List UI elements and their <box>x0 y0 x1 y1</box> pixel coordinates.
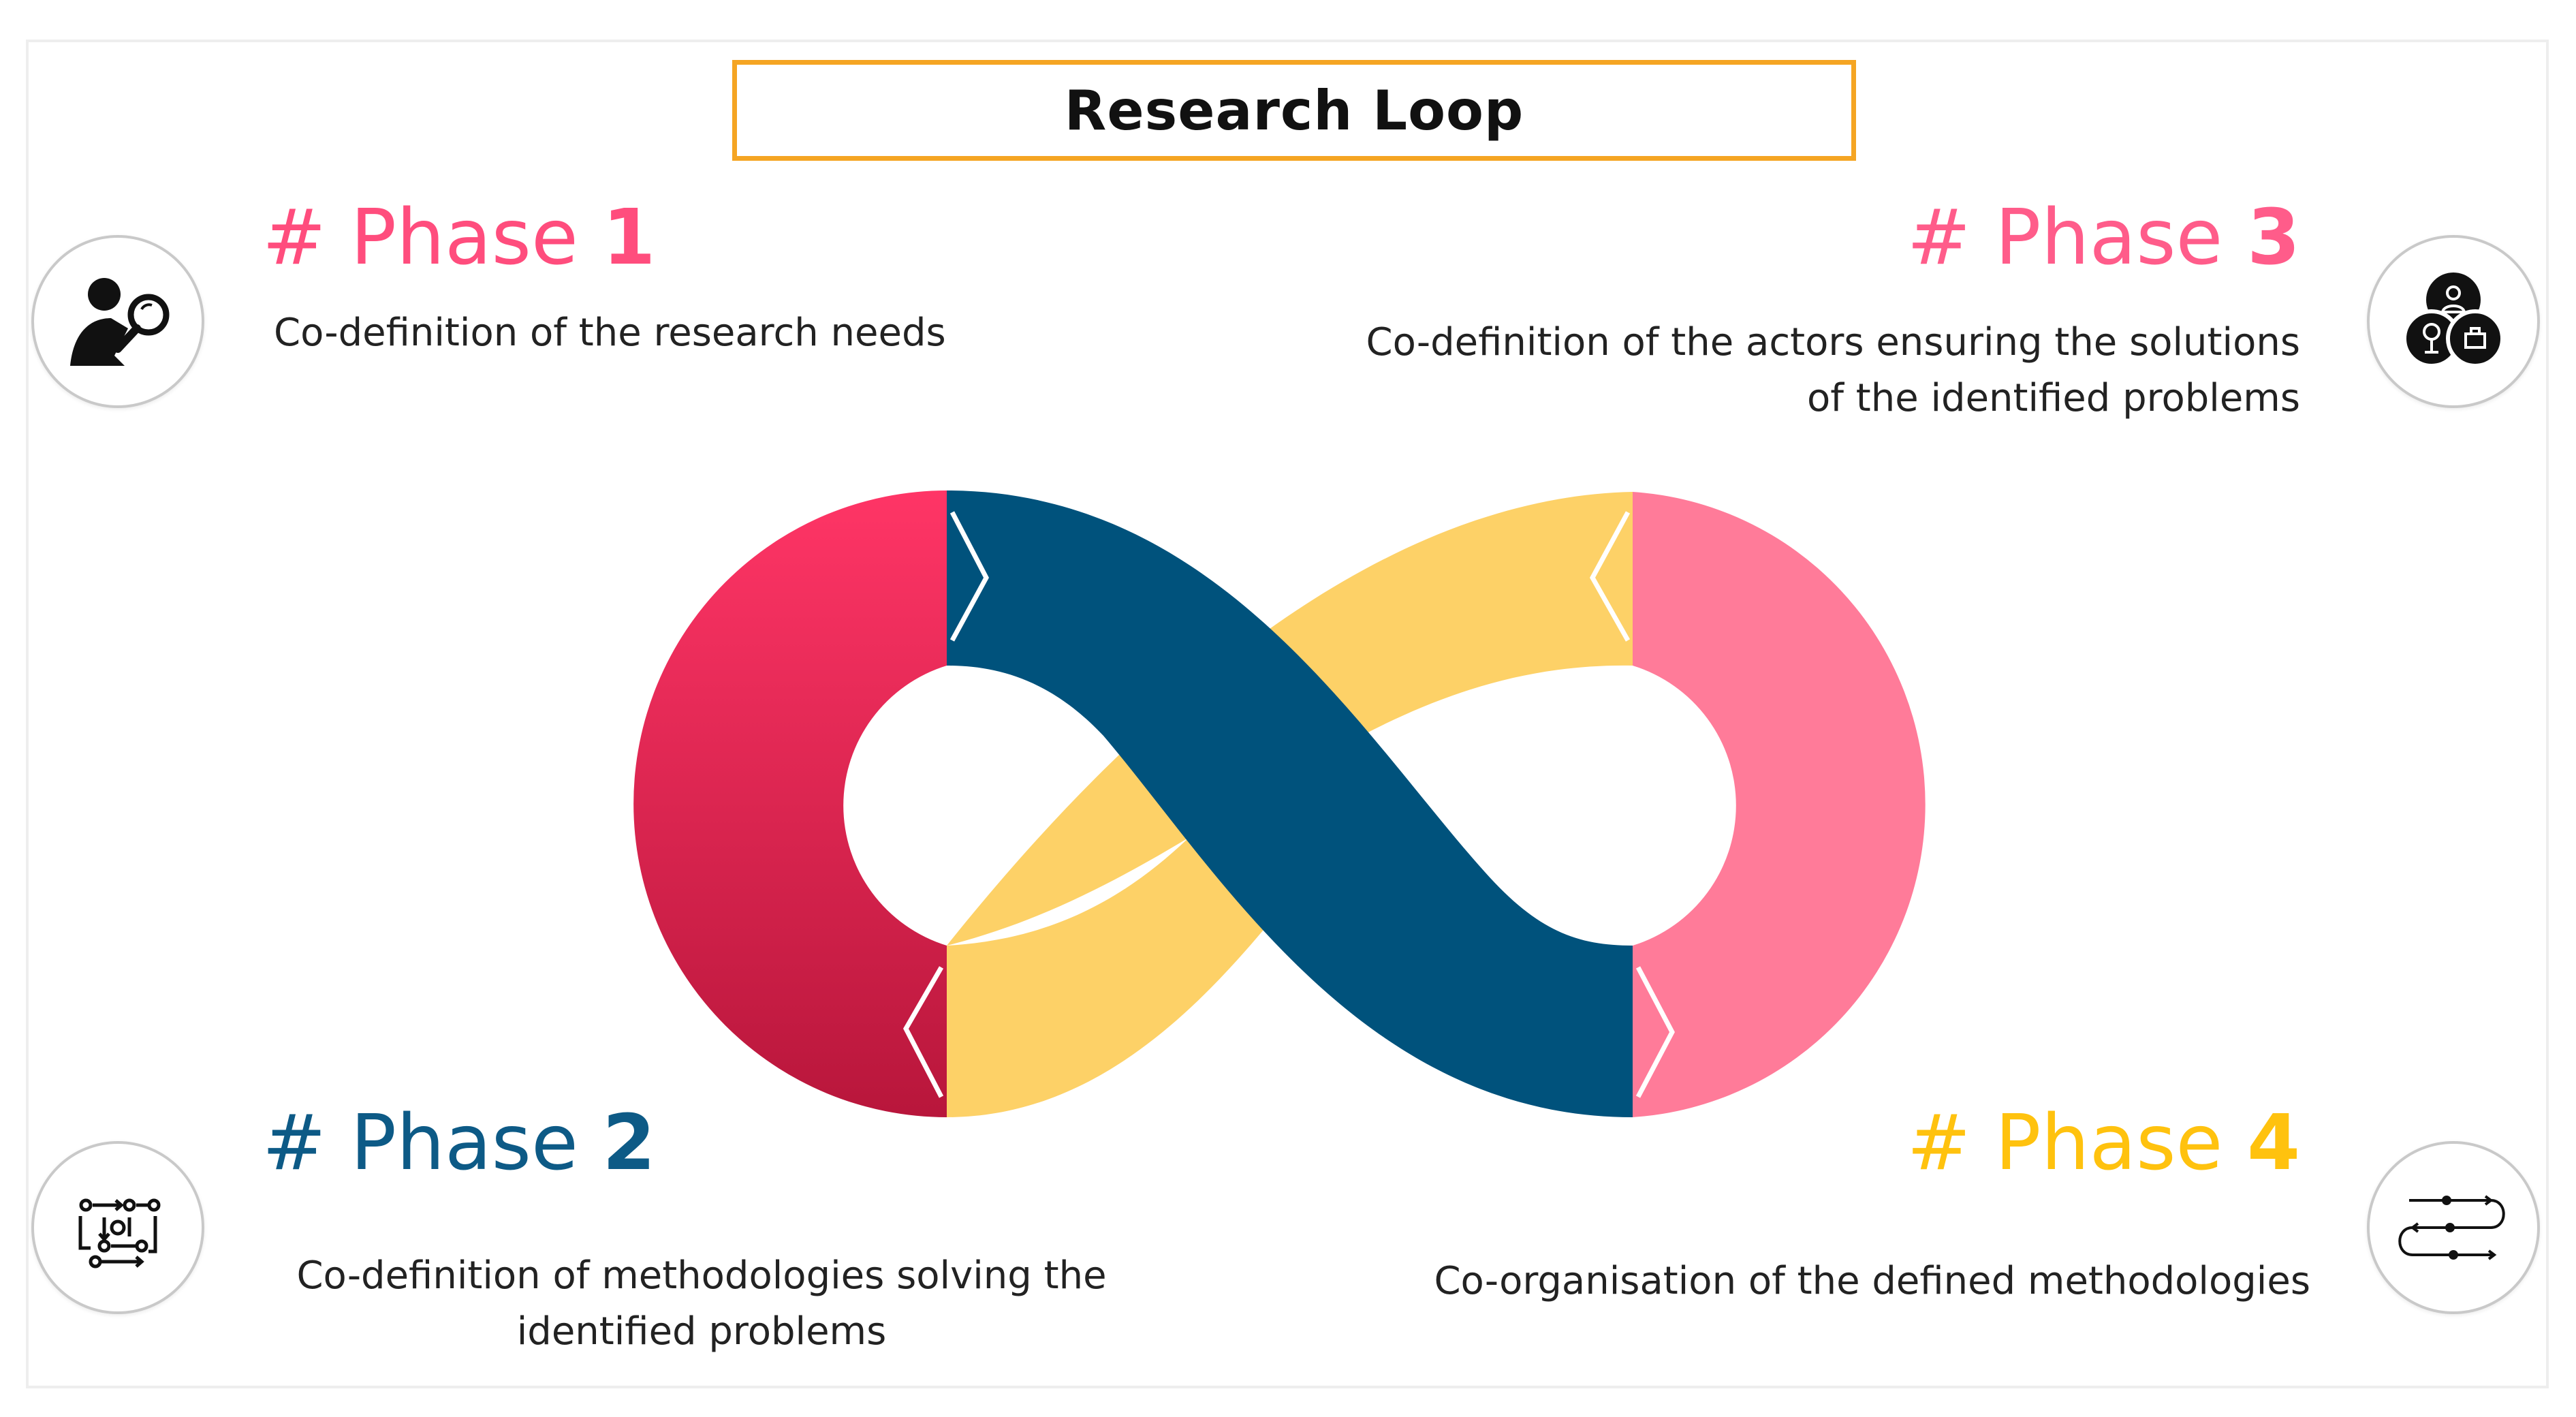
loop-segment-pink <box>1633 492 1926 1117</box>
phase-1-icon-circle <box>31 235 204 408</box>
phase-4-description: Co-organisation of the defined methodolo… <box>1221 1254 2310 1309</box>
actors-circles-icon <box>2402 272 2504 368</box>
phase-2-line-2: identified problems <box>516 1309 887 1354</box>
phase-2-prefix: # Phase <box>262 1099 603 1187</box>
phase-2-heading: # Phase 2 <box>262 1105 655 1181</box>
diagram-title: Research Loop <box>1064 78 1524 142</box>
phase-2-description: Co-definition of methodologies solving t… <box>259 1248 1144 1360</box>
loop-segment-blue <box>947 490 1633 1117</box>
phase-4-icon-circle <box>2367 1141 2540 1314</box>
loop-segment-yellow-lower <box>947 838 1294 1117</box>
phase-3-description: Co-definition of the actors ensuring the… <box>1210 315 2300 426</box>
phase-3-heading: # Phase 3 <box>1907 200 2300 276</box>
methodology-flow-icon <box>78 1198 161 1268</box>
diagram-frame <box>26 40 2549 1388</box>
phase-2-number: 2 <box>602 1099 656 1187</box>
chevron-bottom-right <box>1635 966 1675 1098</box>
title-box: Research Loop <box>732 60 1856 161</box>
phase-4-number: 4 <box>2247 1099 2300 1187</box>
phase-3-icon-circle <box>2367 235 2540 408</box>
organisation-flow-icon <box>2398 1195 2505 1260</box>
phase-4-prefix: # Phase <box>1906 1099 2248 1187</box>
phase-1-prefix: # Phase <box>262 193 603 282</box>
phase-2-line-1: Co-definition of methodologies solving t… <box>296 1254 1107 1298</box>
phase-1-heading: # Phase 1 <box>262 200 655 276</box>
phase-3-number: 3 <box>2247 193 2300 282</box>
phase-3-line-1: Co-definition of the actors ensuring the… <box>1366 320 2300 364</box>
phase-4-line-1: Co-organisation of the defined methodolo… <box>1434 1259 2310 1303</box>
loop-segment-red <box>633 490 947 1117</box>
phase-1-description: Co-definition of the research needs <box>274 305 1091 361</box>
researcher-magnifier-icon <box>70 278 170 366</box>
phase-1-line-1: Co-definition of the research needs <box>274 311 946 355</box>
chevron-top-left <box>949 511 989 642</box>
phase-1-number: 1 <box>602 193 656 282</box>
phase-3-line-2: of the identified problems <box>1806 376 2300 420</box>
phase-2-icon-circle <box>31 1141 204 1314</box>
chevron-bottom-left <box>903 966 944 1098</box>
phase-4-heading: # Phase 4 <box>1907 1105 2300 1181</box>
chevron-top-right <box>1589 511 1631 642</box>
phase-3-prefix: # Phase <box>1906 193 2248 282</box>
